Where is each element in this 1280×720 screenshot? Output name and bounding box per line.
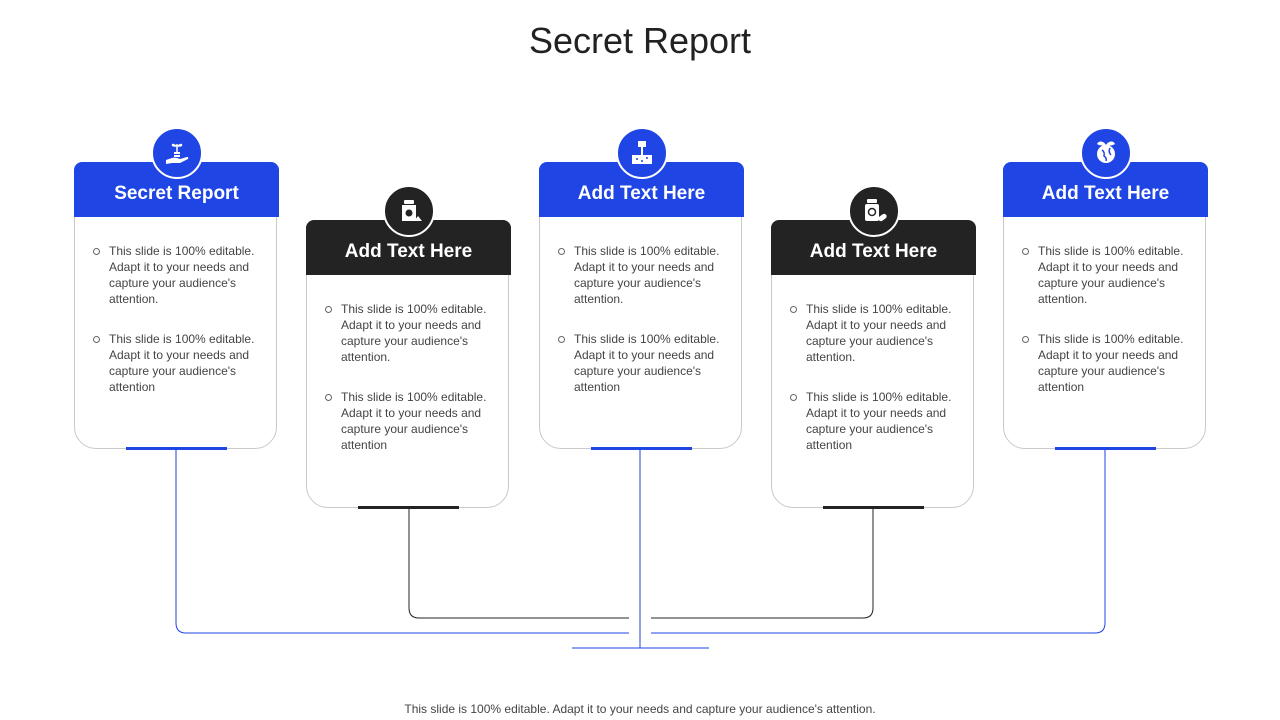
card-bullet: This slide is 100% editable. Adapt it to… <box>790 389 955 453</box>
jar-icon <box>383 185 435 237</box>
card-foot-bar <box>823 506 924 509</box>
page-title: Secret Report <box>528 20 752 61</box>
eco-globe-icon <box>1080 127 1132 179</box>
card-3: Add Text Here This slide is 100% editabl… <box>539 127 744 450</box>
card-bullet: This slide is 100% editable. Adapt it to… <box>1022 331 1187 395</box>
card-bullet: This slide is 100% editable. Adapt it to… <box>558 331 723 395</box>
medicine-bottle-icon <box>848 185 900 237</box>
card-foot-bar <box>1055 447 1156 450</box>
card-bullet: This slide is 100% editable. Adapt it to… <box>558 243 723 307</box>
card-2: Add Text Here This slide is 100% editabl… <box>306 185 511 509</box>
card-heading: Add Text Here <box>306 220 511 275</box>
card-1: Secret Report This slide is 100% editabl… <box>74 127 279 450</box>
hand-plant-coins-icon <box>151 127 203 179</box>
card-heading: Add Text Here <box>771 220 976 275</box>
card-bullet: This slide is 100% editable. Adapt it to… <box>325 389 490 453</box>
card-foot-bar <box>126 447 227 450</box>
card-bullet: This slide is 100% editable. Adapt it to… <box>790 301 955 365</box>
footer-note: This slide is 100% editable. Adapt it to… <box>404 702 876 716</box>
card-4: Add Text Here This slide is 100% editabl… <box>771 185 976 509</box>
card-foot-bar <box>591 447 692 450</box>
card-bullet: This slide is 100% editable. Adapt it to… <box>93 331 258 395</box>
card-5: Add Text Here This slide is 100% editabl… <box>1003 127 1208 450</box>
card-bullet: This slide is 100% editable. Adapt it to… <box>325 301 490 365</box>
card-bullet: This slide is 100% editable. Adapt it to… <box>93 243 258 307</box>
connector-inner <box>408 508 874 619</box>
card-bullet: This slide is 100% editable. Adapt it to… <box>1022 243 1187 307</box>
card-foot-bar <box>358 506 459 509</box>
card-heading: Add Text Here <box>1003 162 1208 217</box>
drill-soil-icon <box>616 127 668 179</box>
